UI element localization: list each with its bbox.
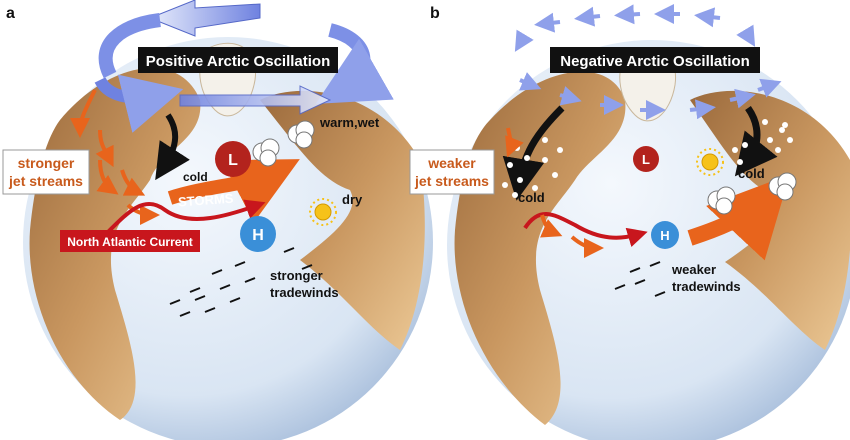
panel-b-title: Negative Arctic Oscillation [560, 53, 750, 70]
panel-b-letter: b [430, 5, 440, 22]
jet-label-b-line2: jet streams [414, 173, 489, 189]
jet-label-box-a [2, 149, 90, 195]
tradewinds-b-line2: tradewinds [672, 279, 741, 294]
rain-cloud-icon [252, 138, 280, 167]
cold-label-b-east: cold [738, 166, 765, 181]
high-pressure-b [651, 221, 679, 249]
polar-vortex-arrows-a [94, 0, 394, 133]
sun-icon [309, 198, 337, 226]
tradewinds-a-line2: tradewinds [270, 285, 339, 300]
dry-label: dry [342, 192, 363, 207]
polar-vortex-arrows-b [514, 4, 782, 120]
jet-stream-arrows-a [70, 89, 160, 225]
tradewind-arrows-b [614, 261, 666, 297]
jet-label-b-line1: weaker [427, 155, 476, 171]
cold-label-a: cold [183, 170, 208, 184]
cold-air-arrow-b-east [734, 105, 778, 177]
cold-air-arrow-b-west [502, 105, 565, 201]
cold-air-arrow-a [155, 113, 190, 181]
north-atlantic-current-arrow-a [106, 199, 266, 234]
storm-track-arrow [167, 159, 300, 223]
snow-dots-west [502, 137, 563, 198]
panel-a-title: Positive Arctic Oscillation [146, 53, 331, 70]
jet-stream-arrows-b-low [540, 214, 604, 258]
panel-b-title-box [550, 47, 760, 73]
jet-stream-arrow-b [505, 127, 524, 158]
storm-track-arrow-b [687, 174, 790, 261]
panel-a-letter: a [6, 5, 15, 22]
high-label-a: H [252, 227, 264, 244]
jet-label-a-line1: stronger [18, 155, 75, 171]
low-pressure-a [215, 141, 251, 177]
panel-b: b Negative Arctic Oscillation weaker jet… [409, 4, 850, 440]
panel-a: a Positive Arctic Oscillation stronger j… [2, 0, 433, 440]
low-label-a: L [228, 152, 238, 169]
low-pressure-b [633, 146, 659, 172]
storms-label: STORMS [178, 191, 235, 210]
high-pressure-a [240, 216, 276, 252]
jet-label-a-line2: jet streams [8, 173, 83, 189]
rain-cloud-icon [287, 120, 315, 149]
current-label-box [60, 230, 200, 252]
current-label: North Atlantic Current [67, 235, 193, 249]
rain-cloud-icon [707, 186, 736, 215]
jet-label-box-b [409, 149, 495, 195]
panel-a-title-box [138, 47, 338, 73]
snow-dots-east [732, 119, 793, 165]
low-label-b: L [642, 152, 650, 167]
sun-icon [696, 148, 724, 176]
warm-wet-label: warm,wet [319, 115, 380, 130]
tradewinds-b-line1: weaker [671, 262, 716, 277]
high-label-b: H [660, 228, 669, 243]
cold-label-b-west: cold [518, 190, 545, 205]
rain-cloud-icon [768, 172, 797, 201]
tradewind-arrows-a [169, 247, 313, 317]
north-atlantic-current-arrow-b [523, 212, 648, 248]
tradewinds-a-line1: stronger [270, 268, 323, 283]
